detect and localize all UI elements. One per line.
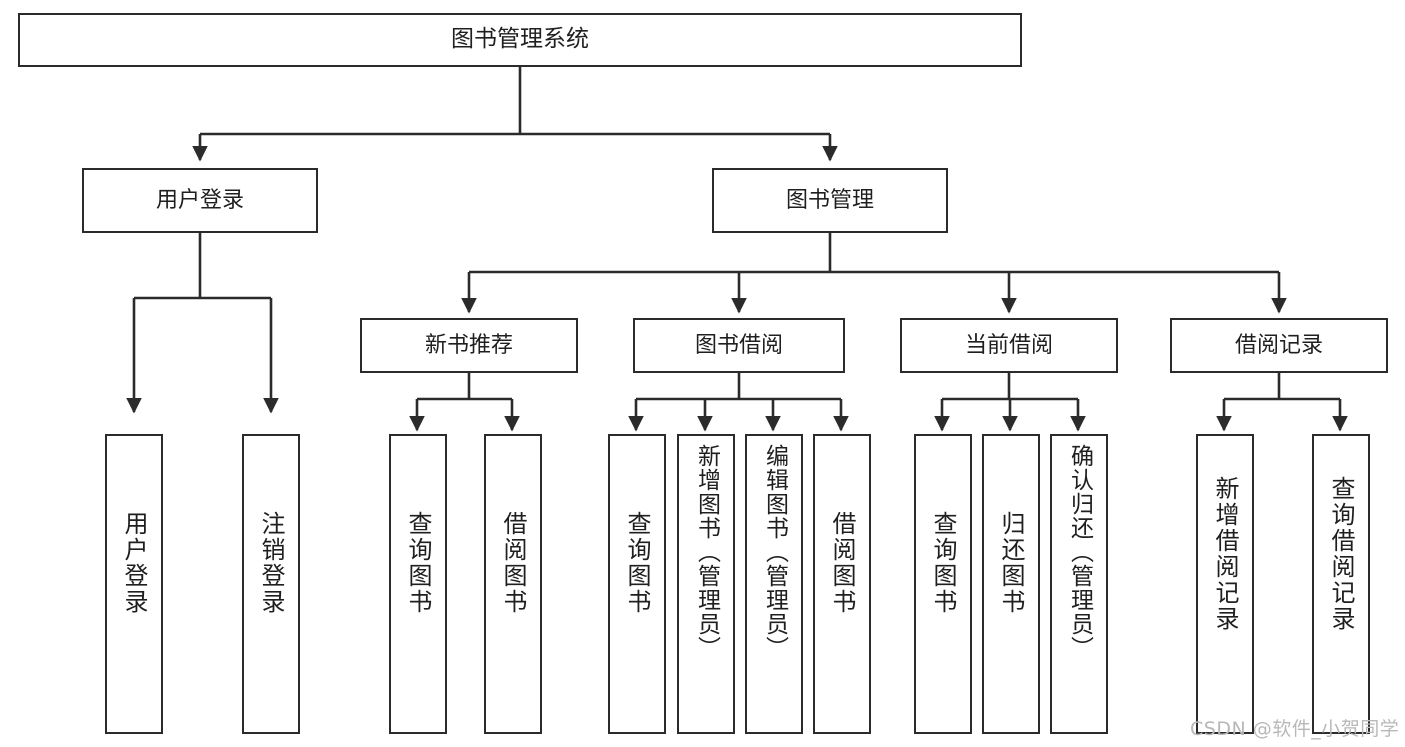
node-leaf-query-book-1[interactable]: 查询图书 xyxy=(389,434,447,734)
node-borrow-record-label: 借阅记录 xyxy=(1234,332,1323,358)
node-leaf-confirm-return-label: 确认归还（管理员） xyxy=(1066,444,1093,660)
node-leaf-query-record-label: 查询借阅记录 xyxy=(1327,476,1355,632)
node-leaf-return-book-label: 归还图书 xyxy=(997,511,1025,615)
node-leaf-confirm-return[interactable]: 确认归还（管理员） xyxy=(1050,434,1108,734)
node-root[interactable]: 图书管理系统 xyxy=(18,13,1022,67)
node-book-management[interactable]: 图书管理 xyxy=(712,168,948,233)
node-current-borrow[interactable]: 当前借阅 xyxy=(900,318,1118,373)
node-leaf-logout-login-label: 注销登录 xyxy=(257,511,285,615)
node-new-book-recommend-label: 新书推荐 xyxy=(424,332,513,358)
node-leaf-borrow-book-1-label: 借阅图书 xyxy=(499,511,527,615)
node-root-label: 图书管理系统 xyxy=(451,26,589,53)
node-user-login[interactable]: 用户登录 xyxy=(82,168,318,233)
node-leaf-query-record[interactable]: 查询借阅记录 xyxy=(1312,434,1370,734)
node-leaf-edit-book-label: 编辑图书（管理员） xyxy=(761,444,788,660)
node-leaf-return-book[interactable]: 归还图书 xyxy=(982,434,1040,734)
node-leaf-edit-book[interactable]: 编辑图书（管理员） xyxy=(745,434,803,734)
csdn-watermark: CSDN @软件_小贺同学 xyxy=(1190,718,1400,740)
node-leaf-borrow-book-1[interactable]: 借阅图书 xyxy=(484,434,542,734)
node-leaf-add-book[interactable]: 新增图书（管理员） xyxy=(677,434,735,734)
node-user-login-label: 用户登录 xyxy=(155,187,244,213)
node-book-borrow-label: 图书借阅 xyxy=(694,332,783,358)
node-leaf-borrow-book-2[interactable]: 借阅图书 xyxy=(813,434,871,734)
node-leaf-add-record[interactable]: 新增借阅记录 xyxy=(1196,434,1254,734)
node-leaf-user-login-label: 用户登录 xyxy=(120,511,148,615)
node-leaf-borrow-book-2-label: 借阅图书 xyxy=(828,511,856,615)
node-borrow-record[interactable]: 借阅记录 xyxy=(1170,318,1388,373)
node-current-borrow-label: 当前借阅 xyxy=(964,332,1053,358)
node-leaf-logout-login[interactable]: 注销登录 xyxy=(242,434,300,734)
node-leaf-query-book-3-label: 查询图书 xyxy=(929,511,957,615)
node-leaf-query-book-1-label: 查询图书 xyxy=(404,511,432,615)
node-book-borrow[interactable]: 图书借阅 xyxy=(633,318,845,373)
node-new-book-recommend[interactable]: 新书推荐 xyxy=(360,318,578,373)
node-leaf-add-record-label: 新增借阅记录 xyxy=(1211,476,1239,632)
node-book-management-label: 图书管理 xyxy=(785,187,874,213)
node-leaf-query-book-3[interactable]: 查询图书 xyxy=(914,434,972,734)
node-leaf-user-login[interactable]: 用户登录 xyxy=(105,434,163,734)
node-leaf-query-book-2-label: 查询图书 xyxy=(623,511,651,615)
node-leaf-query-book-2[interactable]: 查询图书 xyxy=(608,434,666,734)
node-leaf-add-book-label: 新增图书（管理员） xyxy=(693,444,720,660)
